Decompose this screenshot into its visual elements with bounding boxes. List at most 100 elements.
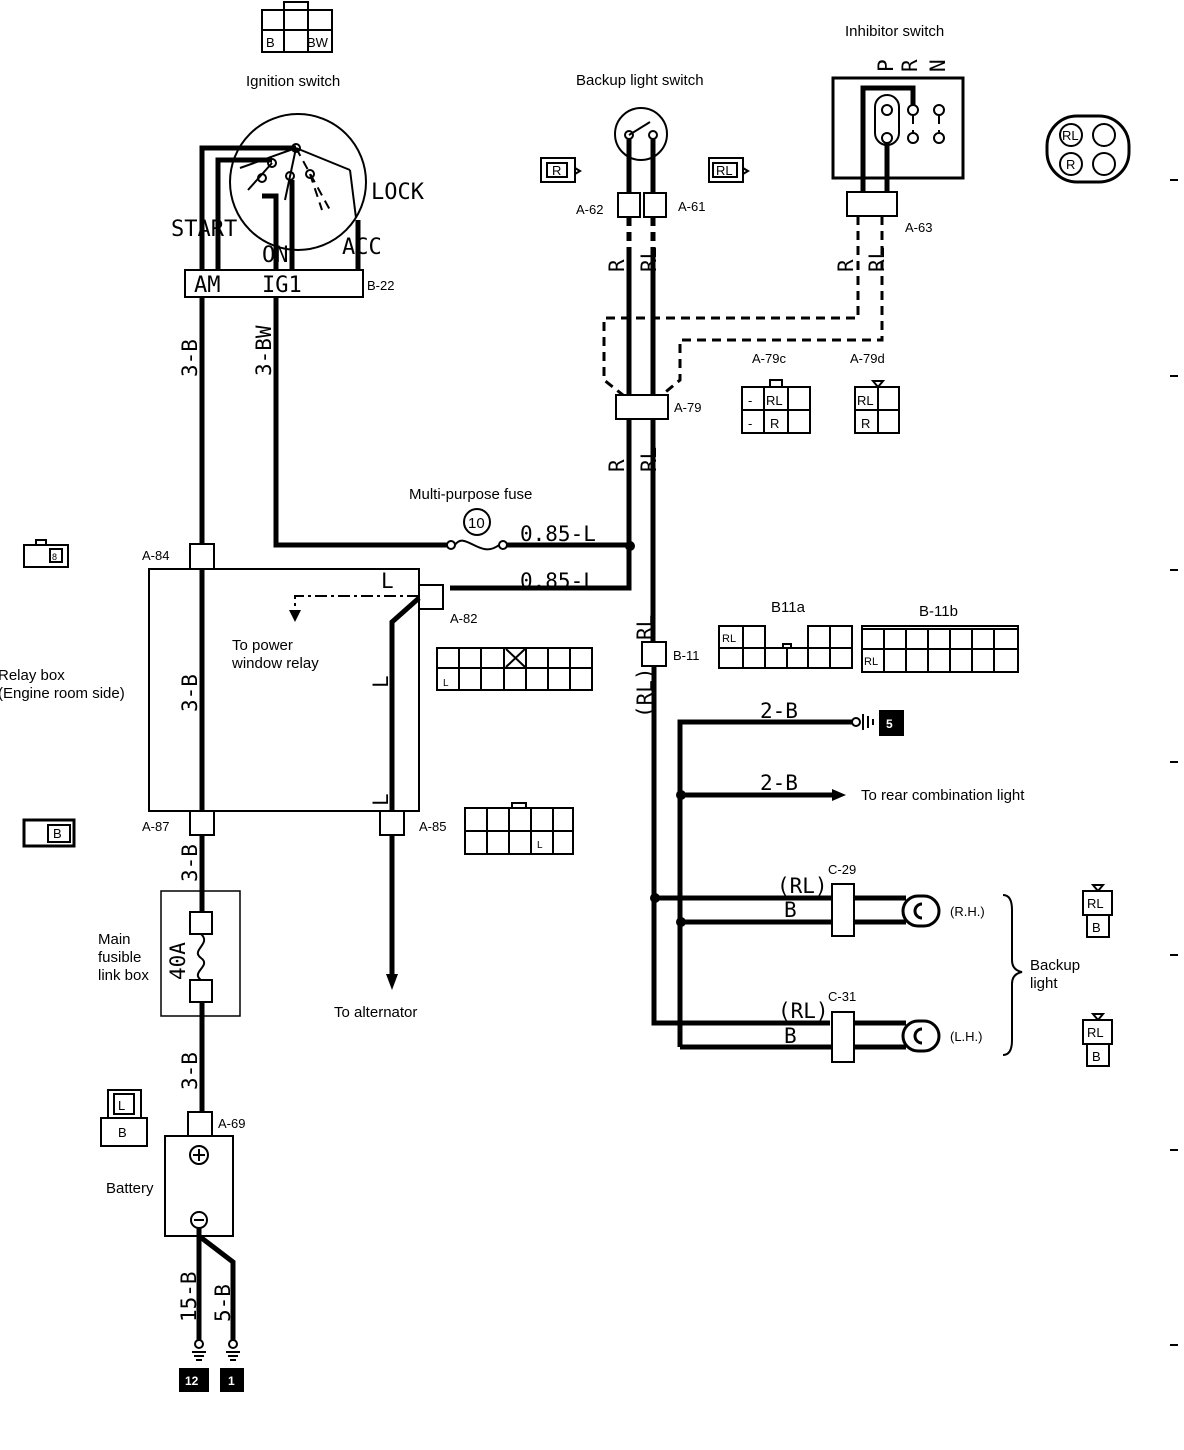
a87-pin-b: B: [53, 826, 62, 841]
relay-box: [148, 568, 420, 812]
c31-pin-b: B: [1092, 1049, 1101, 1064]
ignition-switch-symbol: [229, 113, 367, 251]
a61-connector-face: RL: [708, 157, 750, 183]
wire-c29-rl: (RL): [777, 874, 828, 898]
backup-light-line1: Backup: [1030, 957, 1080, 974]
connector-c31: [831, 1011, 855, 1063]
wire-c31-rl: (RL): [778, 999, 829, 1023]
bulb-lh: [901, 1019, 941, 1053]
connector-a79-label: A-79: [674, 400, 701, 415]
a85-connector-face: L: [464, 802, 574, 855]
a62-pin-r: R: [552, 163, 561, 178]
connector-a61: [643, 192, 667, 218]
b11b-pin-rl: RL: [864, 656, 878, 668]
b11a-pin-rl: RL: [722, 633, 736, 645]
fuse-number: 10: [468, 515, 485, 532]
a85-pin-l: L: [537, 840, 543, 851]
inhibitor-connector-face: RL R: [1045, 114, 1131, 184]
wire-am-3b: 3-B: [178, 339, 202, 377]
relay-box-label-line2: (Engine room side): [0, 685, 125, 702]
main-fusible-line3: link box: [98, 967, 149, 984]
wire-a79-r: R: [605, 459, 629, 472]
connector-b22-label: B-22: [367, 278, 394, 293]
ground-5-number: 5: [886, 717, 893, 731]
wire-relay-l-top: L: [381, 569, 394, 593]
inhibitor-switch-label: Inhibitor switch: [845, 23, 944, 40]
terminal-am: AM: [194, 273, 221, 298]
connector-a62-label: A-62: [576, 202, 603, 217]
connector-a69-label: A-69: [218, 1116, 245, 1131]
terminal-ig1: IG1: [262, 273, 302, 298]
connector-a85-label: A-85: [419, 819, 446, 834]
ignition-lock: LOCK: [371, 180, 425, 205]
a79c-pin-rl: RL: [766, 393, 783, 408]
connector-a85: [379, 810, 405, 836]
a79d-pin-r: R: [861, 416, 870, 431]
inhibitor-pos-r: R: [898, 59, 922, 72]
fuse-10: 10: [446, 508, 508, 551]
ignition-acc: ACC: [342, 235, 382, 260]
a79c-pin-r: R: [770, 416, 779, 431]
page-edge-ticks: [1170, 179, 1178, 1346]
ground-5-badge: [879, 710, 904, 736]
backup-light-line2: light: [1030, 975, 1058, 992]
wire-a87-3b: 3-B: [178, 844, 202, 882]
connector-c29: [831, 883, 855, 937]
wire-fuse-out: 0.85-L: [520, 522, 596, 546]
a62-connector-face: R: [540, 157, 582, 183]
wire-battery-gnd-15b: 15-B: [177, 1271, 201, 1322]
connector-a84: [189, 543, 215, 570]
a87-connector-face: B: [22, 818, 76, 848]
wire-inhib-rl: RL: [865, 247, 889, 272]
ground-1-badge: [220, 1368, 244, 1392]
b22-connector-face: B BW: [261, 1, 333, 53]
inhibitor-switch-symbol: [831, 76, 965, 192]
b22-pin-bw: BW: [307, 35, 329, 50]
wire-ig1-3bw: 3-BW: [252, 325, 276, 376]
b11b-connector-face: RL: [861, 625, 1019, 673]
a79d-connector-face: RL R: [854, 380, 900, 434]
connector-a82-label: A-82: [450, 611, 477, 626]
rh-label: (R.H.): [950, 904, 985, 919]
wire-gnd-2b: 2-B: [760, 699, 798, 723]
bulb-rh: [901, 894, 941, 928]
ground-12-badge: [179, 1368, 209, 1392]
wire-switch-r: R: [605, 259, 629, 272]
connector-a87: [189, 810, 215, 836]
wire-b11-rl-bottom: (RL): [633, 667, 657, 718]
wire-switch-rl: RL: [637, 247, 661, 272]
wire-a69-3b: 3-B: [178, 1052, 202, 1090]
fusible-rating: 40A: [166, 942, 190, 980]
b22-terminal-block: AM IG1: [184, 269, 364, 298]
connector-a79: [615, 394, 669, 420]
inhibitor-pin-r: R: [1066, 157, 1075, 172]
a79c-pin-dash1: -: [748, 393, 752, 408]
wire-c31-b: B: [784, 1024, 797, 1048]
connector-a82: [418, 584, 444, 610]
b22-pin-b: B: [266, 35, 275, 50]
main-fusible-line2: fusible: [98, 949, 141, 966]
ground-symbol: [851, 714, 874, 730]
b11a-connector-face: RL: [718, 625, 853, 669]
connector-b11a-label: B11a: [771, 599, 806, 616]
wire-c29-b: B: [784, 898, 797, 922]
connector-a62: [617, 192, 641, 218]
a82-pin-l: L: [443, 678, 449, 689]
backup-light-brace: [1002, 894, 1023, 1056]
wire-relay-l-bottom: L: [369, 793, 393, 806]
relay-box-label-line1: Relay box: [0, 667, 65, 684]
connector-a63-label: A-63: [905, 220, 932, 235]
to-power-window-line2: window relay: [231, 655, 319, 672]
backup-light-switch-symbol: [614, 107, 668, 161]
a61-pin-rl: RL: [716, 163, 733, 178]
c31-connector-face: RL B: [1082, 1013, 1113, 1067]
c29-pin-rl: RL: [1087, 896, 1104, 911]
connector-a84-label: A-84: [142, 548, 169, 563]
connector-a79c-label: A-79c: [752, 351, 786, 366]
a79d-pin-rl: RL: [857, 393, 874, 408]
battery-label: Battery: [106, 1180, 154, 1197]
connector-c31-label: C-31: [828, 989, 856, 1004]
connector-a79d-label: A-79d: [850, 351, 885, 366]
wire-rear-2b: 2-B: [760, 771, 798, 795]
